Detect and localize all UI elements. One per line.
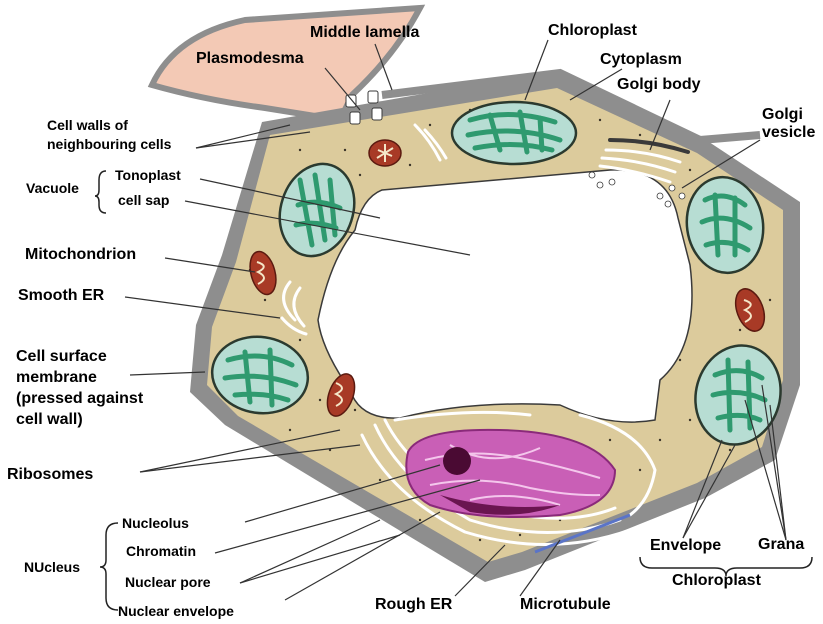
nucleus-bracket [100,523,118,610]
label-smooth-er: Smooth ER [18,287,104,305]
label-microtubule: Microtubule [520,596,611,614]
label-chromatin: Chromatin [126,543,196,559]
vacuole [318,170,692,422]
label-tonoplast: Tonoplast [115,167,181,183]
label-golgi-body: Golgi body [617,76,701,94]
label-cell-walls: Cell walls of neighbouring cells [47,117,171,152]
label-chloroplast-bottom: Chloroplast [672,572,761,590]
label-cell-sap: cell sap [118,192,169,208]
vacuole-bracket [95,171,106,213]
label-vacuole: Vacuole [26,180,79,196]
label-ribosomes: Ribosomes [7,466,93,484]
label-chloroplast-top: Chloroplast [548,22,637,40]
label-middle-lamella: Middle lamella [310,24,419,42]
label-golgi-vesicle: Golgi vesicle [762,106,815,143]
label-cell-surface-membrane: Cell surface membrane (pressed against c… [16,346,143,430]
nucleolus [443,447,471,475]
label-nucleus: NUcleus [24,559,80,575]
label-plasmodesma: Plasmodesma [196,50,304,68]
label-cytoplasm: Cytoplasm [600,51,682,69]
label-rough-er: Rough ER [375,596,452,614]
label-nuclear-envelope: Nuclear envelope [118,603,234,619]
label-nuclear-pore: Nuclear pore [125,574,211,590]
label-mitochondrion: Mitochondrion [25,246,136,264]
chloroplast-top [452,102,576,164]
label-envelope: Envelope [650,537,721,555]
mitochondrion-top [369,140,401,166]
label-grana: Grana [758,536,804,554]
label-nucleolus: Nucleolus [122,515,189,531]
